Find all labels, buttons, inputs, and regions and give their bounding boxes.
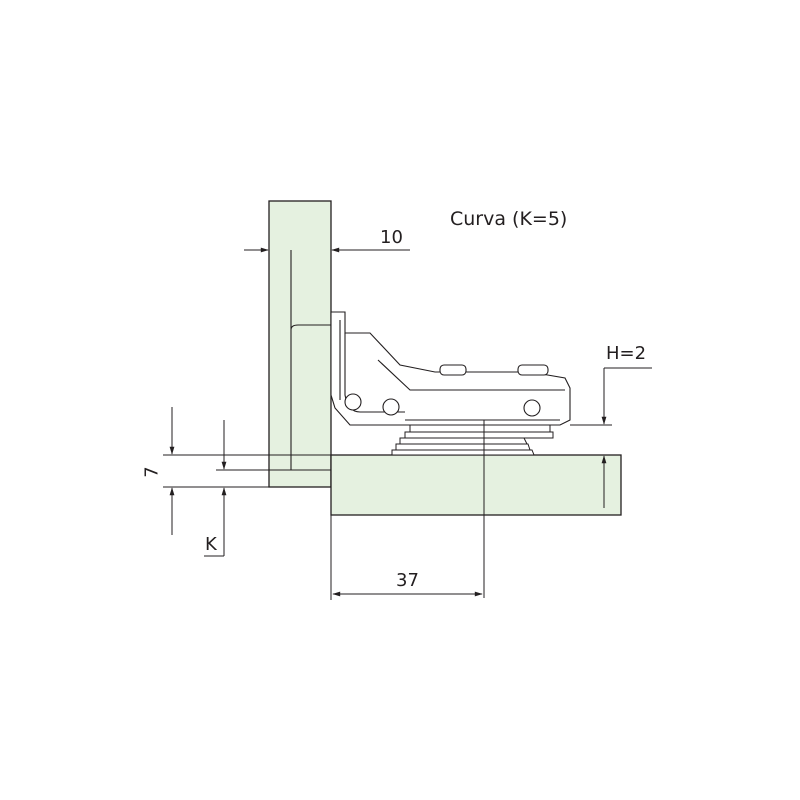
dim-k-label: K bbox=[205, 534, 217, 555]
dim-10 bbox=[244, 247, 410, 258]
dim-37 bbox=[330, 515, 483, 600]
dim-7-label: 7 bbox=[141, 466, 163, 478]
side-panel bbox=[268, 200, 332, 488]
dim-h-label: H=2 bbox=[606, 343, 647, 364]
dim-10-label: 10 bbox=[380, 227, 403, 248]
door-panel bbox=[330, 454, 622, 516]
diagram-title: Curva (K=5) bbox=[450, 208, 568, 230]
hinge-arm bbox=[330, 311, 571, 426]
dim-7 bbox=[163, 407, 331, 535]
dim-k bbox=[204, 420, 331, 557]
mounting-plate bbox=[391, 424, 554, 456]
dim-h bbox=[570, 367, 652, 508]
dim-37-label: 37 bbox=[396, 570, 419, 591]
